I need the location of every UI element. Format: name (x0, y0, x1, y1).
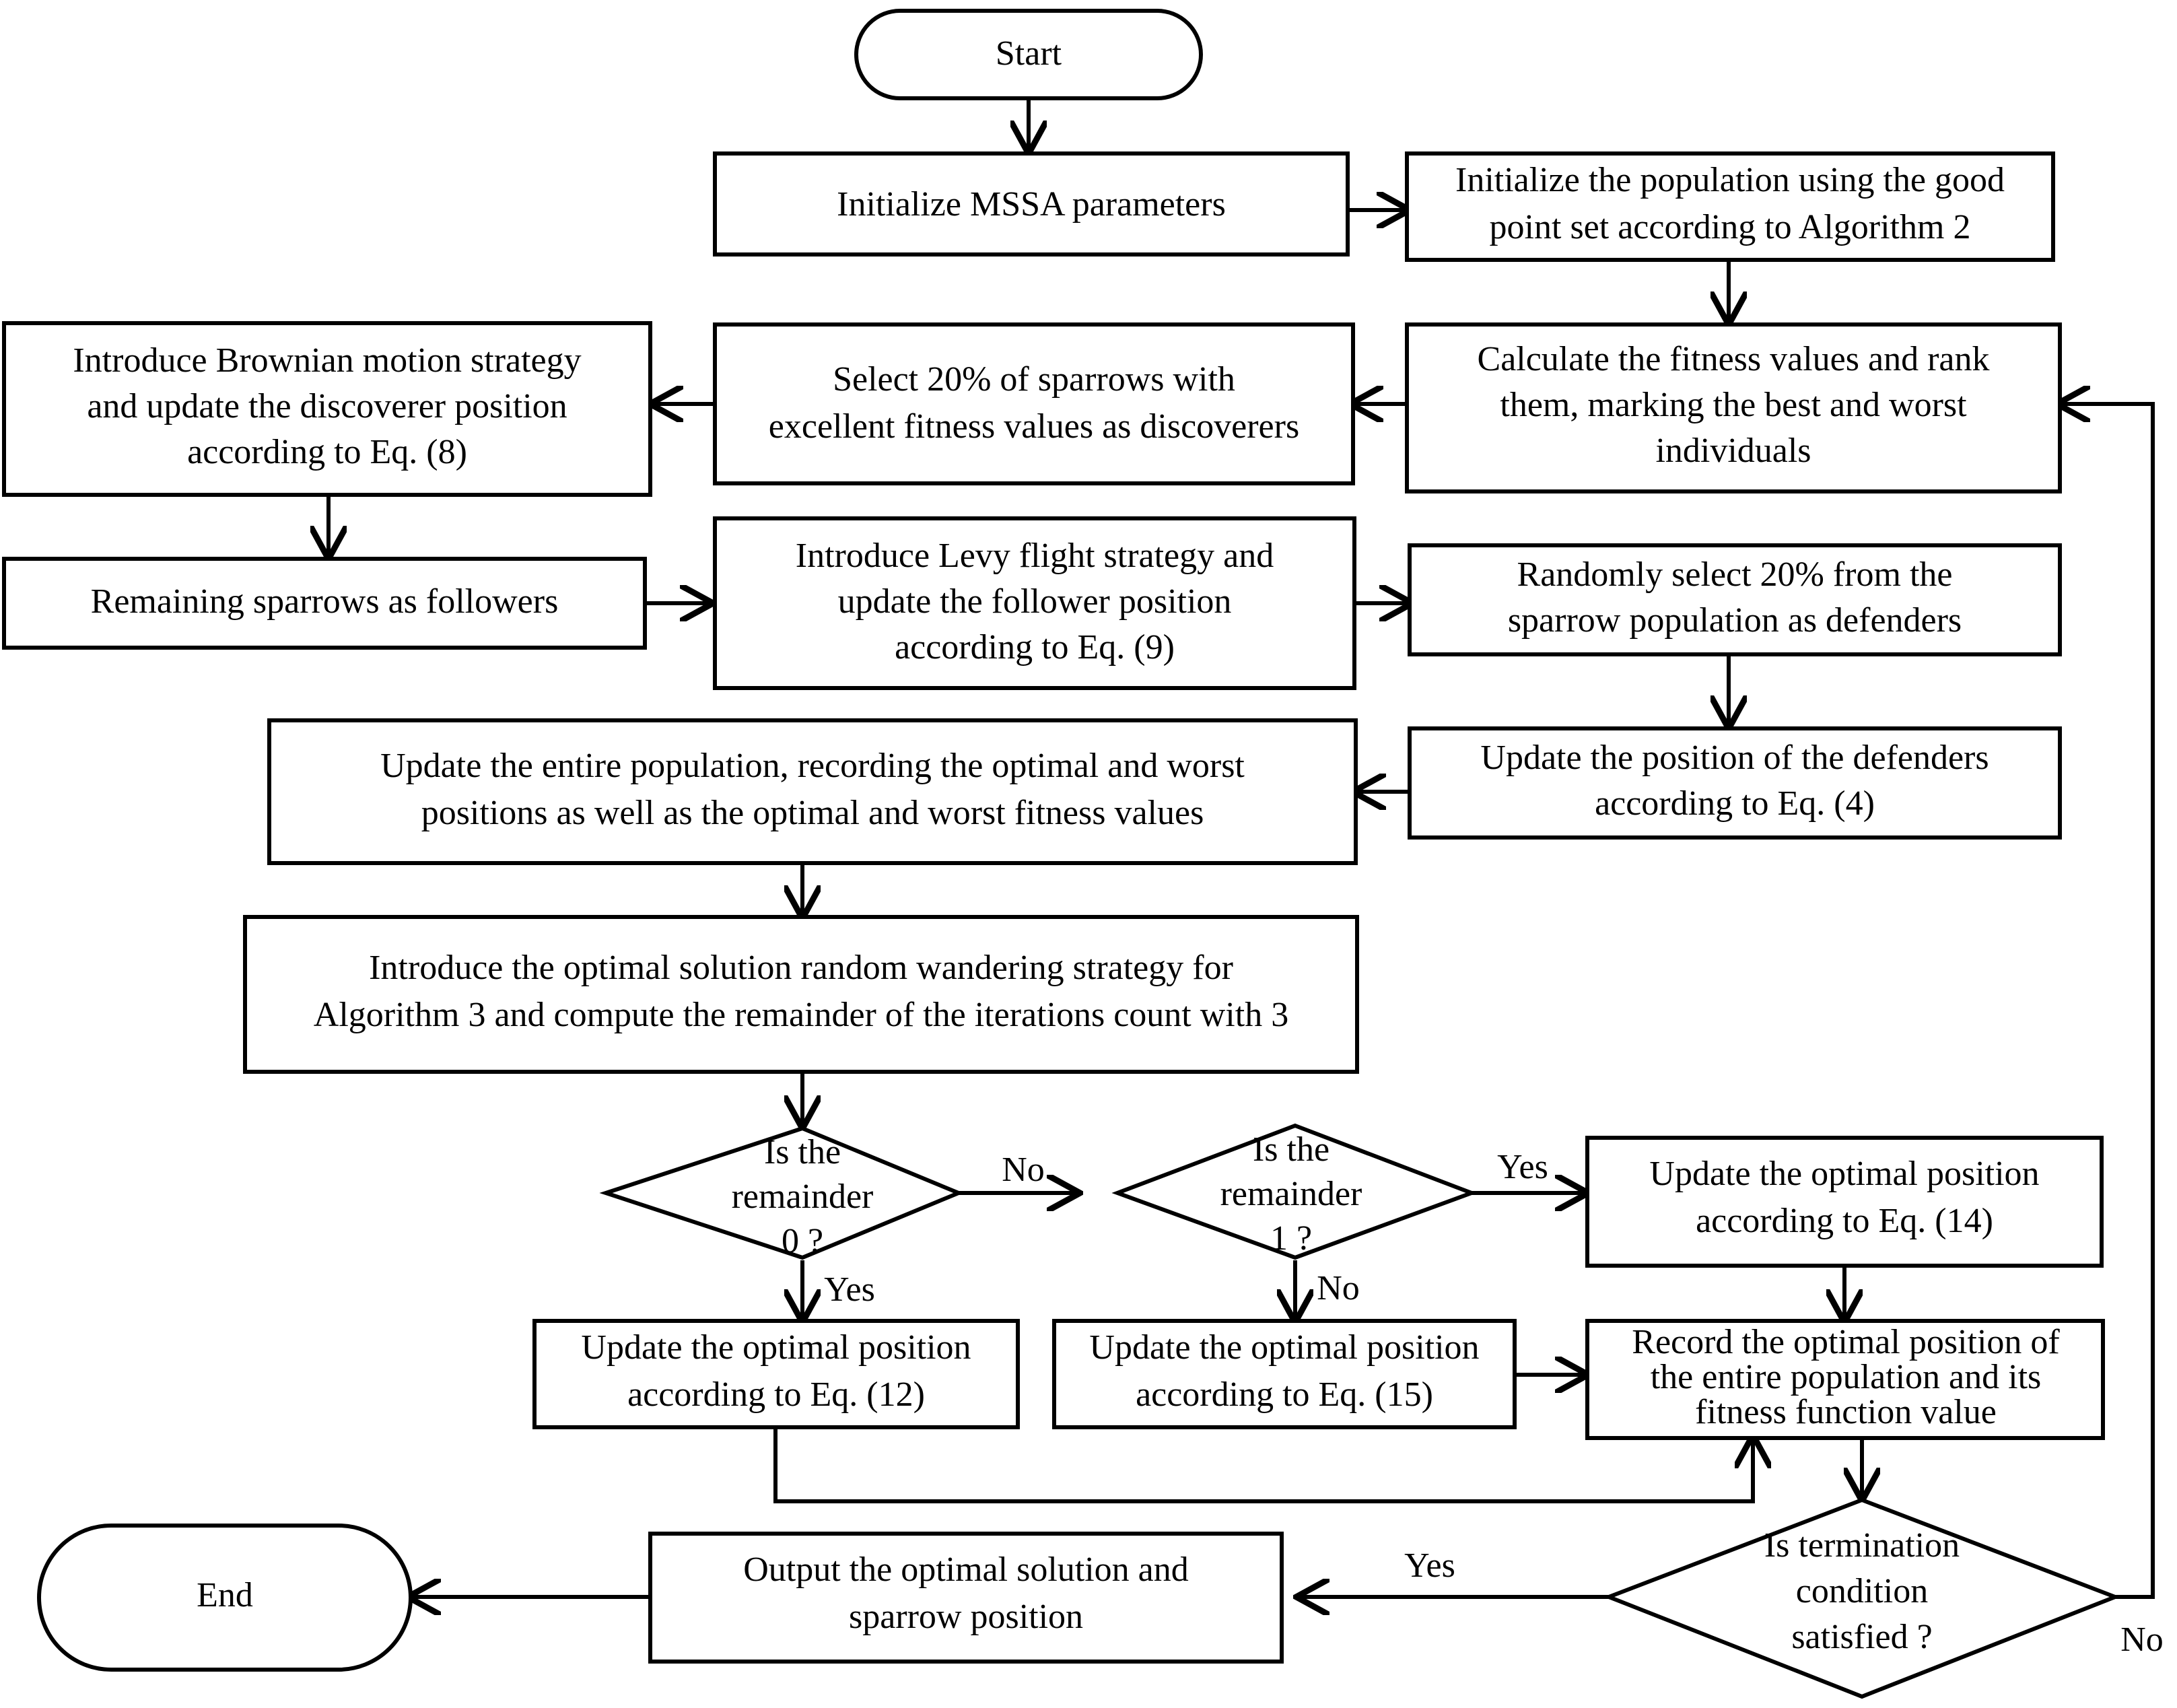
levy-flight-shape (713, 516, 1356, 690)
decision-termination-label-line3: satisfied ? (1791, 1618, 1932, 1656)
select-defenders-label-line1: Randomly select 20% from the (1517, 555, 1953, 594)
end-label: End (197, 1576, 253, 1614)
connectors (329, 98, 2155, 1599)
update-eq15-label-line2: according to Eq. (15) (1136, 1375, 1433, 1414)
node-update-defenders[interactable]: Update the position of the defenders acc… (1408, 726, 2062, 840)
node-select-discoverers[interactable]: Select 20% of sparrows with excellent fi… (713, 322, 1355, 485)
random-wandering-label-line2: Algorithm 3 and compute the remainder of… (314, 996, 1288, 1034)
decision-remainder-0-shape (599, 1126, 964, 1260)
edge-label-remainder0-no: No (1002, 1151, 1045, 1189)
brownian-motion-label-line1: Introduce Brownian motion strategy (73, 341, 581, 380)
calculate-fitness-label-line3: individuals (1655, 432, 1811, 470)
initialize-parameters-label: Initialize MSSA parameters (837, 185, 1226, 224)
edge-label-remainder1-no: No (1317, 1269, 1360, 1307)
node-remaining-followers[interactable]: Remaining sparrows as followers (2, 557, 647, 650)
output-solution-label-line2: sparrow position (849, 1598, 1083, 1636)
node-decision-remainder-0[interactable]: Is the remainder 0 ? (599, 1126, 964, 1260)
update-eq12-label-line2: according to Eq. (12) (627, 1375, 925, 1414)
remaining-followers-label: Remaining sparrows as followers (91, 582, 559, 621)
start-shape (854, 9, 1203, 100)
node-start[interactable]: Start (854, 9, 1203, 100)
brownian-motion-shape (2, 321, 652, 497)
decision-remainder-0-label-line1: Is the (764, 1133, 841, 1171)
levy-flight-label-line2: update the follower position (838, 582, 1232, 621)
update-defenders-label-line2: according to Eq. (4) (1595, 784, 1875, 823)
calculate-fitness-shape (1405, 322, 2062, 493)
initialize-population-shape (1405, 151, 2055, 262)
node-initialize-parameters[interactable]: Initialize MSSA parameters (713, 151, 1350, 257)
update-population-label-line1: Update the entire population, recording … (380, 747, 1245, 785)
update-eq12-shape (532, 1319, 1020, 1429)
node-end[interactable]: End (37, 1524, 413, 1672)
record-optimal-label-line2: the entire population and its (1651, 1358, 2042, 1396)
update-eq14-label-line2: according to Eq. (14) (1696, 1202, 1993, 1240)
node-decision-termination[interactable]: Is termination condition satisfied ? (1603, 1497, 2121, 1699)
select-discoverers-label-line1: Select 20% of sparrows with (833, 360, 1235, 399)
calculate-fitness-label-line1: Calculate the fitness values and rank (1478, 340, 1990, 378)
edge-label-remainder1-yes: Yes (1497, 1148, 1548, 1186)
decision-remainder-1-label-line2: remainder (1220, 1175, 1362, 1213)
update-population-label-line2: positions as well as the optimal and wor… (421, 794, 1204, 832)
node-update-eq12[interactable]: Update the optimal position according to… (532, 1319, 1020, 1429)
initialize-population-label-line2: point set according to Algorithm 2 (1490, 208, 1971, 246)
random-wandering-label-line1: Introduce the optimal solution random wa… (369, 949, 1233, 987)
decision-remainder-1-label-line3: 1 ? (1270, 1219, 1312, 1258)
end-shape (37, 1524, 413, 1672)
edge-label-remainder0-yes: Yes (824, 1270, 875, 1309)
edge-label-termination-yes: Yes (1404, 1546, 1455, 1585)
decision-termination-label-line1: Is termination (1764, 1526, 1960, 1565)
node-select-defenders[interactable]: Randomly select 20% from the sparrow pop… (1408, 543, 2062, 656)
edge-labels: No Yes Yes No Yes No (824, 1148, 2164, 1659)
node-levy-flight[interactable]: Introduce Levy flight strategy and updat… (713, 516, 1356, 690)
record-optimal-shape (1585, 1319, 2105, 1440)
brownian-motion-label-line3: according to Eq. (8) (187, 433, 467, 471)
decision-remainder-1-shape (1111, 1123, 1478, 1260)
node-decision-remainder-1[interactable]: Is the remainder 1 ? (1111, 1123, 1478, 1260)
node-update-eq14[interactable]: Update the optimal position according to… (1585, 1136, 2104, 1268)
initialize-parameters-shape (713, 151, 1350, 257)
decision-remainder-0-label-line3: 0 ? (782, 1222, 823, 1260)
decision-termination-shape (1603, 1497, 2121, 1699)
node-record-optimal[interactable]: Record the optimal position of the entir… (1585, 1319, 2105, 1440)
node-brownian-motion[interactable]: Introduce Brownian motion strategy and u… (2, 321, 652, 497)
output-solution-shape (648, 1532, 1284, 1664)
random-wandering-shape (243, 915, 1359, 1074)
edge-update-eq12-to-record-optimal (773, 1427, 1753, 1503)
record-optimal-label-line1: Record the optimal position of (1632, 1323, 2060, 1361)
update-eq15-label-line1: Update the optimal position (1089, 1328, 1479, 1367)
update-defenders-shape (1408, 726, 2062, 840)
start-label: Start (996, 34, 1062, 73)
node-calculate-fitness[interactable]: Calculate the fitness values and rank th… (1405, 322, 2062, 493)
edge-decision-terminate-no-loopback (2060, 404, 2155, 1599)
decision-remainder-1-label-line1: Is the (1253, 1130, 1329, 1169)
decision-remainder-0-label-line2: remainder (732, 1177, 874, 1216)
brownian-motion-label-line2: and update the discoverer position (87, 387, 567, 425)
node-random-wandering[interactable]: Introduce the optimal solution random wa… (243, 915, 1359, 1074)
update-eq14-label-line1: Update the optimal position (1649, 1155, 2039, 1193)
remaining-followers-shape (2, 557, 647, 650)
initialize-population-label-line1: Initialize the population using the good (1455, 161, 2005, 199)
record-optimal-label-line3: fitness function value (1695, 1393, 1997, 1431)
update-eq14-shape (1585, 1136, 2104, 1268)
edge-label-termination-no: No (2120, 1620, 2164, 1659)
levy-flight-label-line1: Introduce Levy flight strategy and (796, 537, 1274, 575)
node-initialize-population[interactable]: Initialize the population using the good… (1405, 151, 2055, 262)
output-solution-label-line1: Output the optimal solution and (743, 1550, 1189, 1589)
select-defenders-shape (1408, 543, 2062, 656)
decision-termination-label-line2: condition (1796, 1572, 1928, 1610)
node-update-population[interactable]: Update the entire population, recording … (267, 718, 1358, 865)
select-discoverers-label-line2: excellent fitness values as discoverers (769, 407, 1299, 446)
update-eq15-shape (1052, 1319, 1517, 1429)
update-eq12-label-line1: Update the optimal position (581, 1328, 971, 1367)
update-defenders-label-line1: Update the position of the defenders (1480, 739, 1989, 777)
levy-flight-label-line3: according to Eq. (9) (895, 628, 1175, 667)
select-defenders-label-line2: sparrow population as defenders (1508, 601, 1962, 640)
select-discoverers-shape (713, 322, 1355, 485)
node-update-eq15[interactable]: Update the optimal position according to… (1052, 1319, 1517, 1429)
node-output-solution[interactable]: Output the optimal solution and sparrow … (648, 1532, 1284, 1664)
calculate-fitness-label-line2: them, marking the best and worst (1500, 386, 1967, 424)
update-population-shape (267, 718, 1358, 865)
